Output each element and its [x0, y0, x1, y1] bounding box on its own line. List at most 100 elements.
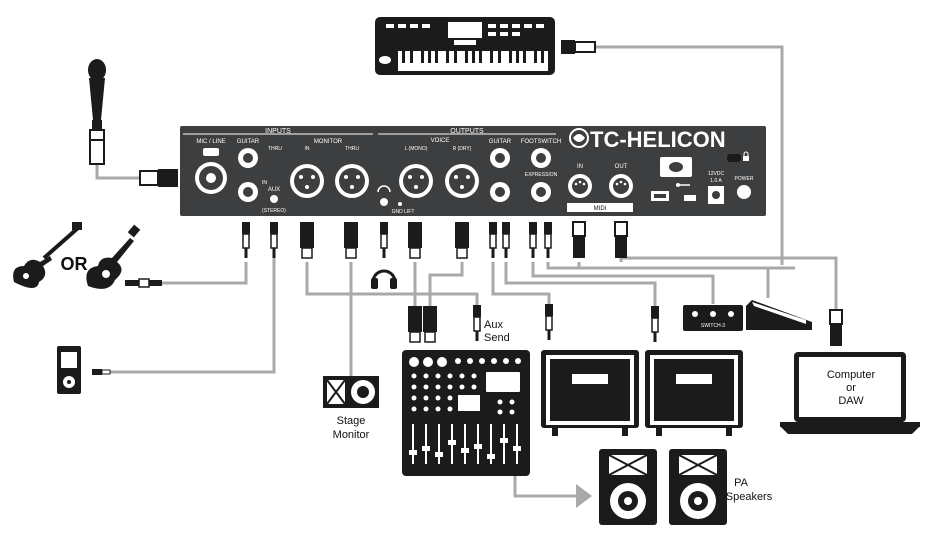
- midi-out-cable: [619, 256, 782, 262]
- guitar-out-2-cable: [504, 262, 657, 306]
- voice-left-xlr[interactable]: [399, 164, 433, 198]
- guitar-in-small-label: IN: [262, 180, 267, 186]
- usb-port[interactable]: [651, 191, 669, 201]
- mixer-xlr-left-plug: [407, 305, 423, 343]
- mixer-console: [402, 350, 530, 476]
- midi-in-cable: [577, 262, 795, 270]
- computer-usb-plug: [829, 309, 843, 347]
- monitor-thru-label: THRU: [345, 146, 359, 152]
- gnd-lift-label: GND LIFT: [392, 209, 415, 215]
- computer-usb-cable: [782, 256, 838, 310]
- stage-monitor-speaker: [323, 376, 379, 408]
- footswitch-cable: [531, 262, 715, 304]
- monitor-label: MONITOR: [314, 139, 343, 145]
- aux-in-jack[interactable]: [270, 195, 278, 203]
- monitor-in-cable: [305, 262, 479, 305]
- amp-1-plug: [544, 303, 554, 341]
- stage-monitor-label-1: Stage: [337, 415, 366, 427]
- sd-card-slot[interactable]: [660, 157, 692, 177]
- guitar-amp-2: [645, 350, 743, 436]
- guitar-cable: [162, 262, 248, 285]
- expression-label: EXPRESSION: [525, 172, 558, 178]
- security-lock-icon: [727, 151, 749, 162]
- guitar-out-2-jack[interactable]: [490, 182, 510, 202]
- l-mono-label: L (MONO): [405, 146, 428, 152]
- mic-cable: [95, 165, 140, 180]
- panel-plugs: [241, 221, 628, 259]
- aux-label: AUX: [268, 187, 280, 193]
- computer-label-1: Computer: [827, 369, 876, 381]
- headphone-jack[interactable]: [377, 185, 391, 206]
- stereo-label: (STEREO): [262, 208, 286, 214]
- midi-out-port[interactable]: [609, 174, 633, 198]
- pa-speaker-left: [599, 449, 657, 525]
- monitor-in-label: IN: [305, 146, 310, 152]
- stage-monitor-label-2: Monitor: [333, 429, 370, 441]
- mixer-to-pa-arrow: [513, 476, 578, 498]
- computer-label-3: DAW: [838, 395, 864, 407]
- acoustic-guitar-icon: [86, 224, 141, 289]
- r-dry-label: R (DRY): [453, 146, 472, 152]
- pa-speakers-label-2: Speakers: [726, 491, 773, 503]
- voice-right-xlr[interactable]: [445, 164, 479, 198]
- tc-helicon-rear-panel: INPUTS OUTPUTS MIC / LINE GUITAR THRU IN…: [180, 126, 766, 216]
- microphone: [88, 59, 178, 187]
- keyboard-keys: [402, 51, 544, 63]
- guitar-jack-plug: [125, 278, 162, 288]
- guitar-in-label: GUITAR: [237, 139, 260, 145]
- footswitch-jack[interactable]: [531, 148, 551, 168]
- usb-icon: [676, 183, 690, 187]
- footswitch-unit-label: SWITCH-3: [701, 323, 725, 329]
- thru-label: THRU: [268, 146, 282, 152]
- or-label: OR: [61, 254, 88, 274]
- monitor-in-xlr[interactable]: [290, 164, 324, 198]
- guitar-out-1-jack[interactable]: [490, 148, 510, 168]
- footswitch-label: FOOTSWITCH: [521, 139, 561, 145]
- mp3-player-icon: [57, 346, 111, 394]
- voice-right-cable: [428, 262, 464, 306]
- keyboard-synth: [375, 17, 596, 75]
- arrow-head: [576, 484, 592, 508]
- pa-speaker-right: [669, 449, 727, 525]
- mic-line-combo-jack[interactable]: [195, 148, 227, 194]
- midi-out-label: OUT: [615, 164, 628, 170]
- outputs-label: OUTPUTS: [450, 128, 484, 135]
- electric-guitar-icon: [13, 222, 82, 288]
- mic-line-label: MIC / LINE: [196, 139, 225, 145]
- mini-usb-port[interactable]: [684, 195, 696, 201]
- midi-in-label: IN: [577, 164, 583, 170]
- brand-logo: TC-HELICON: [590, 127, 726, 152]
- cables: [95, 45, 838, 508]
- power-label: POWER: [735, 176, 754, 182]
- laptop-computer: [780, 352, 920, 434]
- dc-power-jack[interactable]: [708, 186, 724, 204]
- dc-amp-label: 1.0 A: [710, 178, 722, 184]
- amp-2-plug: [650, 305, 660, 343]
- expression-pedal: [746, 300, 812, 330]
- gnd-lift-switch[interactable]: [398, 202, 402, 206]
- aux-in-cable: [110, 245, 276, 374]
- guitar-out-1-cable: [491, 262, 551, 304]
- aux-send-label-1: Aux: [484, 319, 503, 331]
- voice-label: VOICE: [431, 138, 450, 144]
- pa-speakers-label-1: PA: [734, 477, 749, 489]
- dc-label: 12VDC: [708, 171, 725, 177]
- aux-send-label-2: Send: [484, 332, 510, 344]
- guitar-in-jack[interactable]: [238, 182, 258, 202]
- tc-helicon-logo-icon: [569, 128, 589, 148]
- midi-label: MIDI: [594, 206, 607, 212]
- keyboard-usb-cable: [595, 45, 784, 265]
- footswitch-unit: SWITCH-3: [683, 305, 743, 331]
- guitar-amp-1: [541, 350, 639, 436]
- guitar-thru-jack[interactable]: [238, 148, 258, 168]
- expression-jack[interactable]: [531, 182, 551, 202]
- inputs-label: INPUTS: [265, 128, 291, 135]
- mixer-xlr-right-plug: [422, 305, 438, 343]
- midi-in-port[interactable]: [568, 174, 592, 198]
- guitar-out-label: GUITAR: [489, 139, 512, 145]
- power-button[interactable]: [737, 185, 751, 199]
- monitor-thru-xlr[interactable]: [335, 164, 369, 198]
- computer-label-2: or: [846, 382, 856, 394]
- headphones-icon: [371, 269, 397, 289]
